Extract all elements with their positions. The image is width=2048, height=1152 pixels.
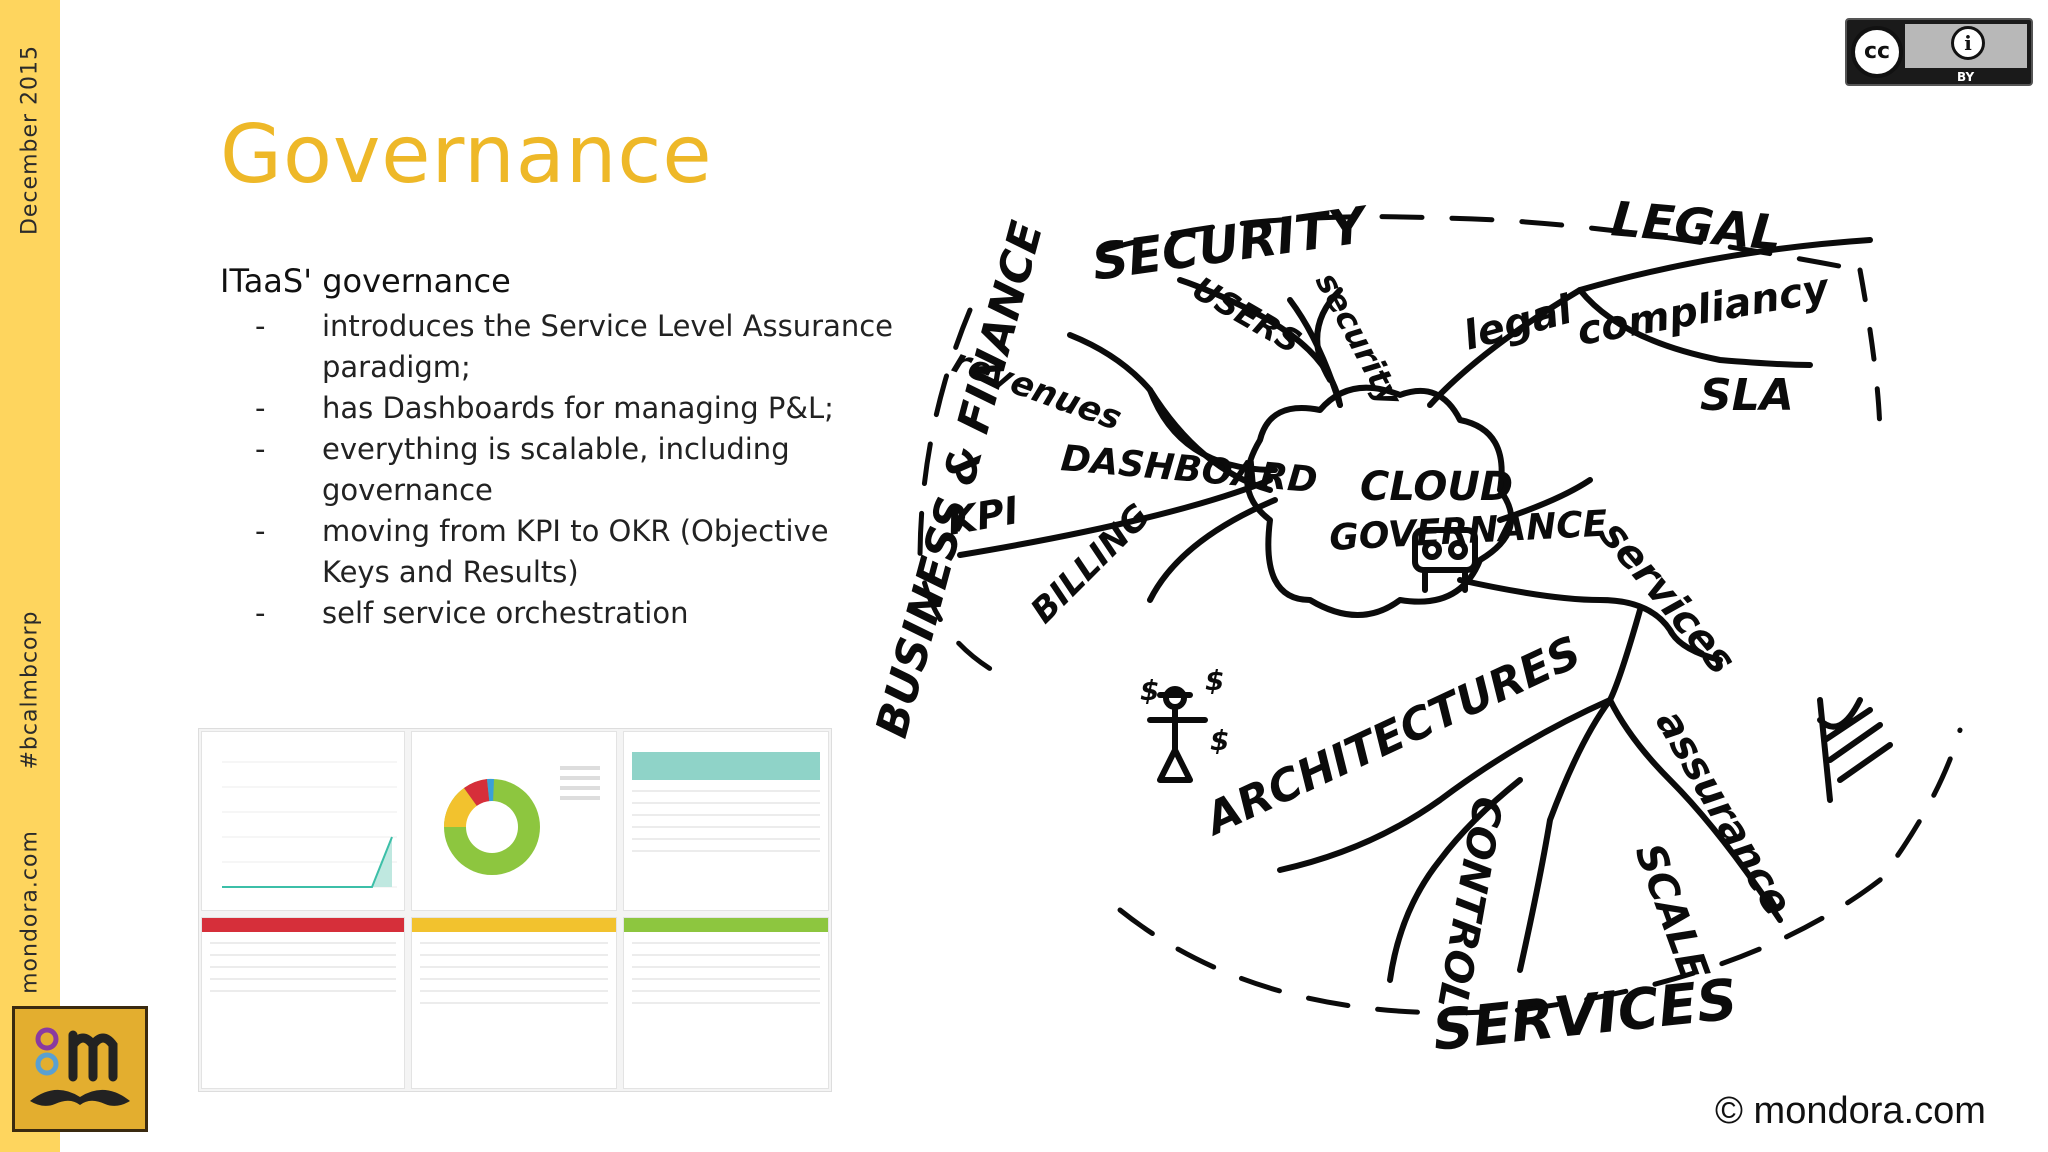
list-panel <box>623 731 829 911</box>
bullet-list: -introduces the Service Level Assurance … <box>255 306 895 634</box>
cc-icon: cc <box>1851 26 1903 78</box>
copyright-notice: © mondora.com <box>1715 1090 1986 1132</box>
bullet-item: -has Dashboards for managing P&L; <box>255 391 834 425</box>
dashboard-screenshot <box>198 728 832 1092</box>
slide-title: Governance <box>220 108 713 201</box>
billing-label: BILLING <box>1023 496 1158 631</box>
date-label: December 2015 <box>17 44 43 236</box>
line-chart-thumbnail <box>222 761 397 888</box>
dollar-sign-2: $ <box>1205 664 1224 697</box>
sla-label: SLA <box>1700 370 1794 421</box>
green-status-panel <box>623 917 829 1089</box>
control-label: CONTROL <box>1428 793 1511 1012</box>
hashtag-label: #bcalmbcorp <box>17 610 43 770</box>
services-branch-label: services <box>1590 512 1744 683</box>
legal-branch-label: legal <box>1459 286 1579 359</box>
bullet-item: -introduces the Service Level Assurance … <box>255 309 894 384</box>
architectures-label: ARCHITECTURES <box>1195 627 1588 847</box>
sidebar: December 2015 #bcalmbcorp mondora.com <box>0 0 60 1152</box>
bullet-item: -self service orchestration <box>255 596 689 630</box>
red-status-panel <box>201 917 405 1089</box>
cc-license-badge[interactable]: cc i BY <box>1845 18 2033 86</box>
cloud-governance-mindmap: CLOUD GOVERNANCE SECURITY LEGAL BUSINESS… <box>866 191 1963 1064</box>
yellow-status-panel <box>411 917 617 1089</box>
users-label: USERS <box>1186 269 1308 361</box>
donut-chart-thumbnail <box>444 766 600 875</box>
dollar-sign-1: $ <box>1140 674 1159 707</box>
mondora-logo <box>12 1006 148 1132</box>
slide-subtitle: ITaaS' governance <box>220 262 511 300</box>
business-finance-label: BUSINESS & FINANCE <box>866 216 1053 743</box>
bullet-item: -everything is scalable, including gover… <box>255 432 790 507</box>
legal-label: LEGAL <box>1609 191 1784 262</box>
by-label: BY <box>1957 70 1975 84</box>
dollar-sign-3: $ <box>1210 724 1229 757</box>
center-label-2: GOVERNANCE <box>1328 503 1608 559</box>
scale-label: SCALE <box>1626 838 1718 987</box>
bullet-item: -moving from KPI to OKR (Objective Keys … <box>255 514 829 589</box>
center-label-1: CLOUD <box>1360 464 1513 510</box>
website-label: mondora.com <box>17 830 43 994</box>
mustache-logo-icon <box>30 1027 130 1106</box>
line-chart-panel <box>201 731 405 911</box>
donut-chart-panel <box>411 731 617 911</box>
attribution-icon: i <box>1951 26 1985 60</box>
